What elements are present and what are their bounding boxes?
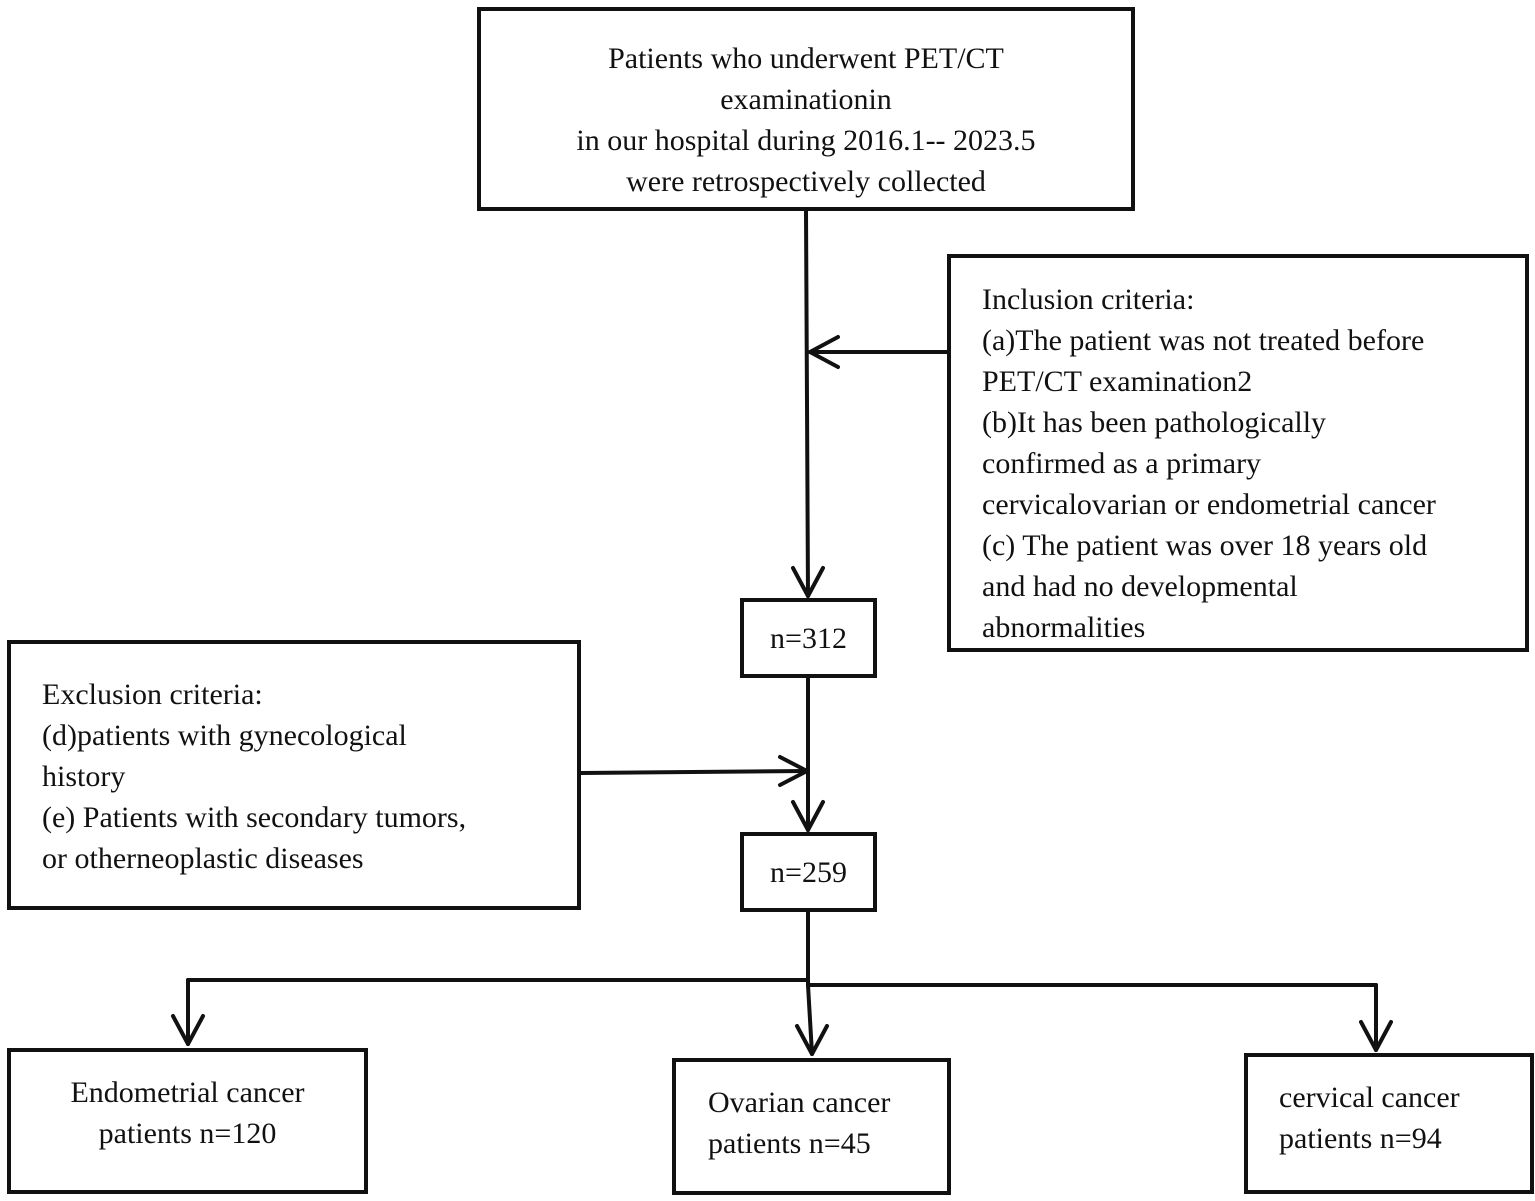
inclusion-line: (a)The patient was not treated before [982, 324, 1425, 357]
exclusion-title: Exclusion criteria: [42, 678, 263, 711]
group-label: Ovarian cancer [708, 1086, 891, 1119]
arrowhead-n259 [791, 800, 825, 832]
inclusion-line: (b)It has been pathologically [982, 406, 1327, 439]
arrowhead-ovarian [795, 1024, 829, 1056]
group-count: patients n=120 [98, 1117, 277, 1150]
arrowhead-n312 [791, 566, 825, 598]
inclusion-line: (c) The patient was over 18 years old [982, 529, 1428, 562]
arrowhead-cervical [1359, 1020, 1393, 1052]
exclusion-line: history [42, 760, 126, 793]
source-line: examinationin [720, 83, 892, 116]
group-label: cervical cancer [1279, 1081, 1460, 1114]
source-line: Patients who underwent PET/CT [608, 42, 1004, 75]
group-label: Endometrial cancer [70, 1076, 305, 1109]
cervical-group-box: cervical cancer patients n=94 [1244, 1053, 1534, 1194]
arrowhead-exclusion [778, 755, 809, 787]
count-box-n312: n=312 [740, 598, 877, 678]
ovarian-group-box: Ovarian cancer patients n=45 [672, 1058, 951, 1195]
inclusion-line: cervicalovarian or endometrial cancer [982, 488, 1436, 521]
count-label: n=259 [770, 855, 847, 889]
connector-exclusion-to-main [579, 769, 809, 775]
arrowhead-inclusion [808, 335, 840, 369]
inclusion-line: PET/CT examination2 [982, 365, 1253, 398]
count-box-n259: n=259 [740, 832, 877, 912]
connector-source-to-n312 [804, 209, 810, 598]
inclusion-line: confirmed as a primary [982, 447, 1262, 480]
connector-to-ovarian [806, 983, 814, 1056]
endometrial-group-box: Endometrial cancer patients n=120 [7, 1048, 368, 1194]
arrowhead-endometrial [171, 1014, 205, 1046]
exclusion-line: or otherneoplastic diseases [42, 842, 364, 875]
source-line: were retrospectively collected [626, 165, 986, 198]
exclusion-line: (e) Patients with secondary tumors, [42, 801, 467, 834]
group-count: patients n=45 [708, 1127, 871, 1160]
exclusion-criteria-box: Exclusion criteria: (d)patients with gyn… [7, 640, 581, 910]
source-line: in our hospital during 2016.1-- 2023.5 [576, 124, 1036, 157]
inclusion-title: Inclusion criteria: [982, 283, 1195, 316]
exclusion-line: (d)patients with gynecological [42, 719, 407, 752]
inclusion-line: and had no developmental [982, 570, 1298, 603]
count-label: n=312 [770, 621, 847, 655]
group-count: patients n=94 [1279, 1122, 1442, 1155]
inclusion-criteria-box: Inclusion criteria: (a)The patient was n… [947, 254, 1529, 652]
source-population-box: Patients who underwent PET/CT examinatio… [477, 7, 1135, 211]
inclusion-line: abnormalities [982, 611, 1146, 644]
